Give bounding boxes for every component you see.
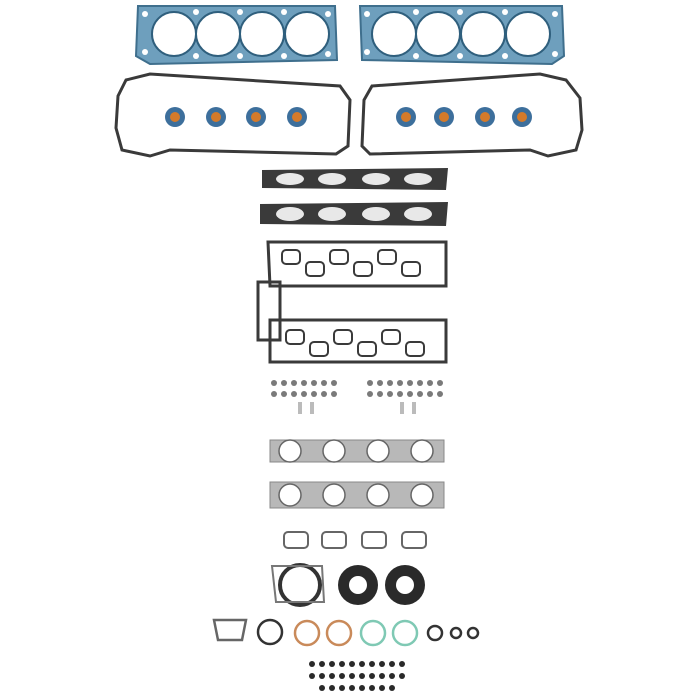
washer-set-upper [271,380,443,397]
valve-cover-gasket-left [114,72,352,158]
o-ring-row [212,618,480,647]
exhaust-manifold-gasket-lower [269,481,445,509]
guide-pins [298,402,416,414]
exhaust-manifold-gasket-upper [269,439,445,463]
front-oil-seal-left [338,565,378,605]
upper-intake-gasket [262,168,448,190]
plenum-gasket [256,240,448,364]
small-gasket-row [283,531,427,549]
head-gasket-right [358,5,566,66]
camshaft-seal [270,563,326,607]
head-gasket-left [134,5,339,66]
lower-intake-gasket [260,202,448,226]
front-oil-seal-right [385,565,425,605]
valve-cover-gasket-right [360,72,584,158]
washer-set-lower [309,661,405,691]
